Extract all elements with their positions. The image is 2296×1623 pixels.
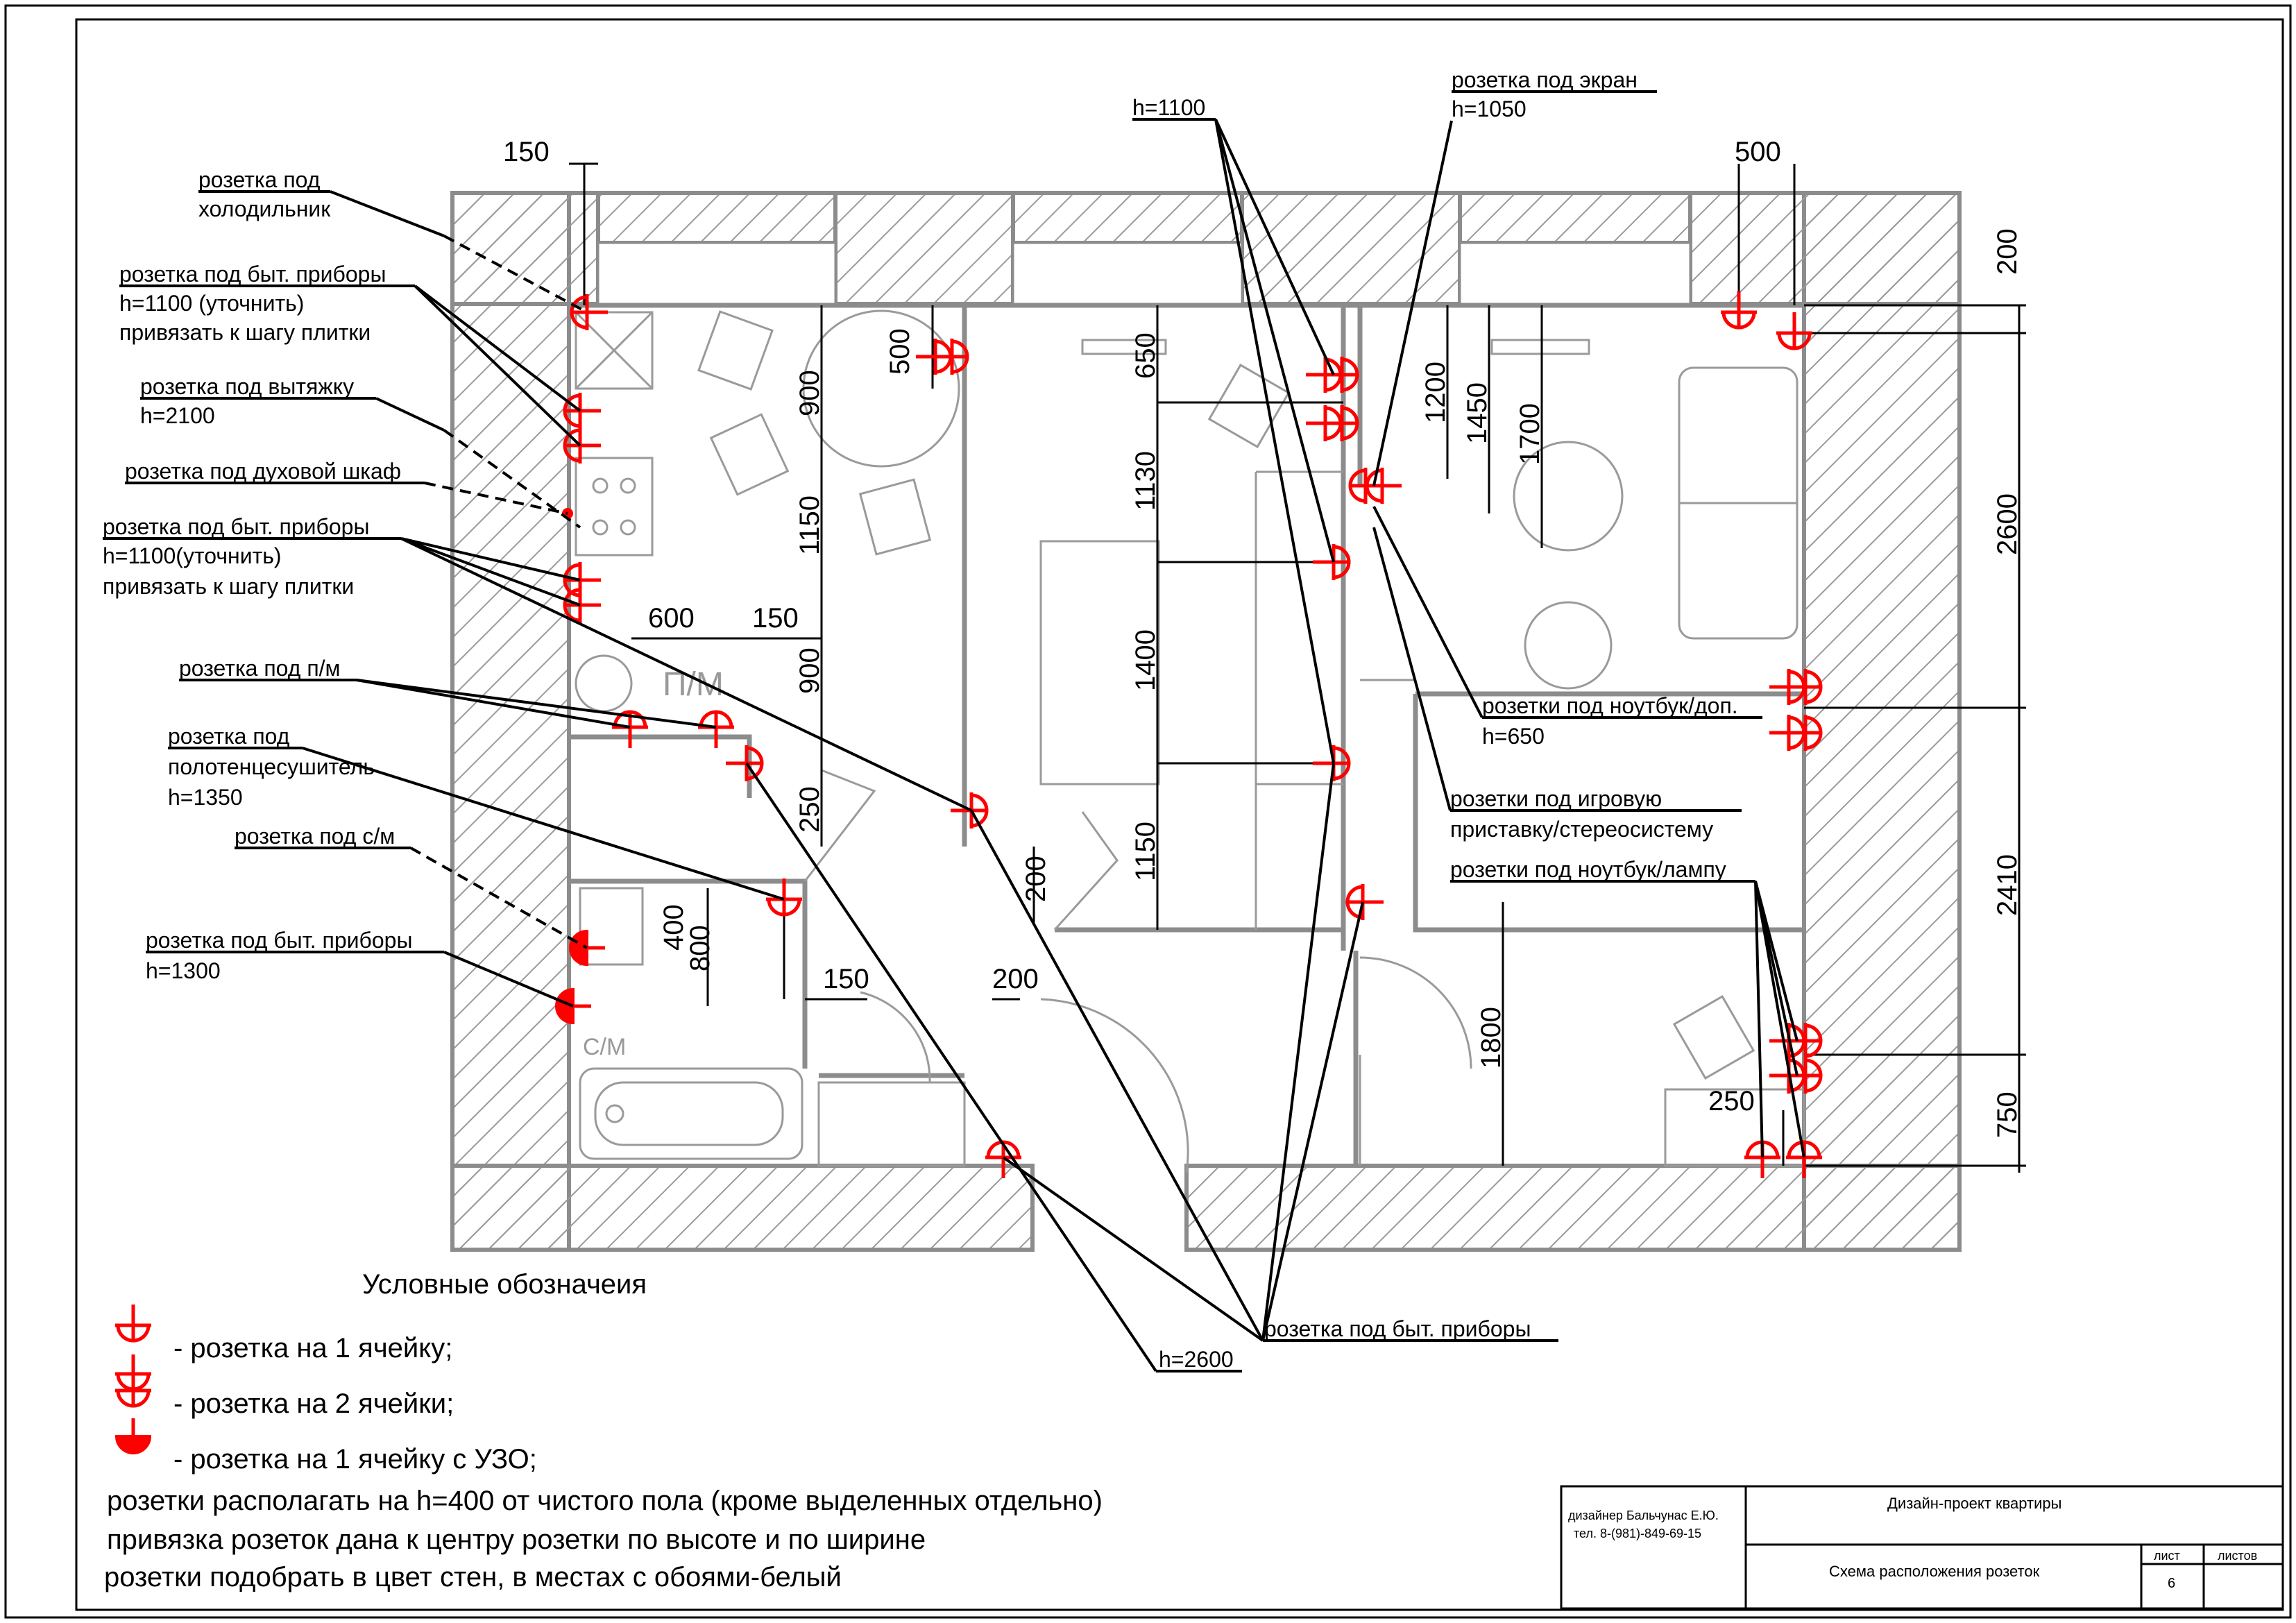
dim-900-pm: 900: [794, 647, 825, 694]
dim-250-room: 250: [1708, 1086, 1755, 1116]
dim-2410: 2410: [1992, 854, 2023, 916]
note-1: розетки располагать на h=400 от чистого …: [107, 1486, 1103, 1516]
legend-item-1: - розетка на 1 ячейку;: [173, 1333, 452, 1363]
notes: розетки располагать на h=400 от чистого …: [104, 1486, 1103, 1592]
label-lamp: розетки под ноутбук/лампу: [1450, 857, 1726, 882]
inner-frame: [75, 18, 2284, 1611]
dim-1130: 1130: [1130, 451, 1161, 511]
dim-2600: 2600: [1992, 493, 2023, 555]
dim-1200: 1200: [1420, 362, 1451, 423]
dim-1150-hall: 1150: [1130, 822, 1161, 881]
label-towel-1: розетка под: [168, 724, 290, 749]
label-appl1-3: привязать к шагу плитки: [119, 320, 371, 345]
note-3: розетки подобрать в цвет стен, в местах …: [104, 1562, 842, 1592]
label-fridge-2: холодильник: [198, 196, 331, 221]
sheets-label: листов: [2218, 1549, 2257, 1563]
label-console-2: приставку/стереосистему: [1450, 817, 1713, 842]
sheet-title: Схема расположения розеток: [1829, 1563, 2040, 1580]
label-hood-1: розетка под вытяжку: [140, 374, 354, 399]
label-notebook-1: розетки под ноутбук/доп.: [1482, 693, 1738, 718]
dim-1400: 1400: [1130, 629, 1161, 691]
label-appl1-2: h=1100 (уточнить): [119, 291, 304, 316]
label-appl3-2: h=1300: [146, 958, 221, 983]
dim-500-kitchen: 500: [885, 328, 915, 375]
legend-socket-1-icon: [115, 1305, 151, 1341]
dim-1700: 1700: [1515, 403, 1545, 465]
label-hood-2: h=2100: [140, 403, 215, 428]
washer-room-label: С/М: [583, 1034, 626, 1060]
dim-500-room: 500: [1735, 137, 1781, 167]
dishwasher-room-label: П/М: [663, 666, 724, 703]
label-appl3-1: розетка под быт. приборы: [146, 928, 412, 953]
annotations: розетка под холодильник розетка под быт.…: [103, 67, 1738, 1372]
title-block: дизайнер Бальчунас Е.Ю. тел. 8-(981)-849…: [1560, 1485, 2284, 1610]
designer-name: дизайнер Бальчунас Е.Ю.: [1568, 1509, 1719, 1522]
dim-400: 400: [658, 904, 689, 951]
dim-900-kitchen: 900: [794, 370, 825, 416]
designer-phone: тел. 8-(981)-849-69-15: [1574, 1527, 1701, 1540]
dim-1800: 1800: [1476, 1007, 1506, 1069]
label-washer: розетка под с/м: [235, 824, 395, 849]
dim-1450: 1450: [1462, 382, 1493, 444]
dim-150-kitchen: 150: [503, 137, 550, 167]
dim-250-hall: 250: [794, 786, 825, 833]
dim-150-bath: 150: [823, 964, 869, 994]
label-appl4: розетка под быт. приборы: [1264, 1316, 1531, 1341]
dim-650: 650: [1130, 332, 1161, 379]
label-h1100: h=1100: [1132, 95, 1205, 120]
dim-750: 750: [1992, 1091, 2023, 1138]
note-2: привязка розеток дана к центру розетки п…: [107, 1524, 926, 1555]
furniture: [575, 309, 1805, 1173]
legend-item-2: - розетка на 2 ячейки;: [173, 1388, 454, 1419]
sheet-label: лист: [2154, 1549, 2180, 1563]
sheet-number: 6: [2168, 1576, 2175, 1591]
label-appl2-2: h=1100(уточнить): [103, 543, 282, 568]
label-appl1-1: розетка под быт. приборы: [119, 262, 386, 287]
label-towel-3: h=1350: [168, 785, 243, 810]
label-h2600: h=2600: [1159, 1347, 1234, 1372]
label-appl2-1: розетка под быт. приборы: [103, 514, 369, 539]
legend: Условные обозначеия - розетка на 1 ячейк…: [115, 1269, 647, 1475]
legend-socket-2-icon: [115, 1354, 151, 1406]
dim-200-right: 200: [1992, 228, 2023, 275]
legend-socket-rcd-icon: [117, 1418, 150, 1453]
dim-800: 800: [685, 925, 715, 971]
label-notebook-2: h=650: [1482, 724, 1545, 749]
dim-600: 600: [648, 603, 695, 634]
project-title: Дизайн-проект квартиры: [1887, 1495, 2061, 1512]
dim-1150-kitchen: 1150: [794, 495, 825, 555]
legend-title: Условные обозначеия: [362, 1269, 647, 1300]
dimension-labels: 150 500 900 1150 600 150 900 250 400 800…: [503, 137, 2023, 1138]
partitions: [569, 303, 1804, 1166]
label-dishwasher: розетка под п/м: [179, 656, 341, 681]
outer-frame: [4, 4, 2292, 1619]
label-screen-1: розетка под экран: [1452, 67, 1638, 92]
dim-200-hall: 200: [1021, 856, 1051, 902]
dimension-lines: [569, 162, 2026, 1173]
label-appl2-3: привязать к шагу плитки: [103, 574, 354, 599]
label-console-1: розетки под игровую: [1450, 786, 1662, 811]
dim-200-entry: 200: [992, 964, 1039, 994]
label-towel-2: полотенцесушитель: [168, 754, 375, 779]
label-oven: розетка под духовой шкаф: [125, 459, 401, 484]
leader-lines: [103, 90, 1805, 1373]
label-fridge-1: розетка под: [198, 167, 321, 192]
label-screen-2: h=1050: [1452, 96, 1527, 121]
dim-150-pm: 150: [752, 603, 799, 634]
legend-item-3: - розетка на 1 ячейку с УЗО;: [173, 1444, 537, 1475]
exterior-walls: [450, 191, 1962, 1252]
